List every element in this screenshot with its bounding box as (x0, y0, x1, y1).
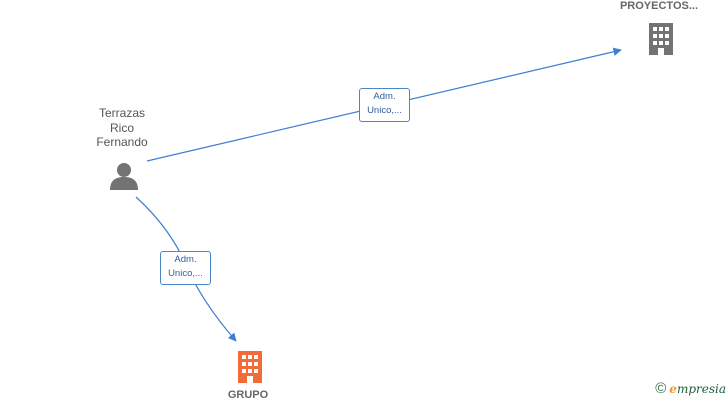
brand-name-rest: mpresia (676, 381, 726, 396)
copyright-symbol: © (655, 380, 667, 397)
company-top-label[interactable]: PROYECTOS... (619, 0, 699, 12)
building-icon[interactable] (234, 350, 266, 384)
edge-label-proyectos[interactable]: Adm. Unico,... (359, 88, 410, 122)
building-icon[interactable] (645, 22, 677, 56)
person-icon[interactable] (109, 161, 139, 191)
person-name-label: Terrazas Rico Fernando (96, 106, 148, 149)
brand-name: empresia (669, 382, 726, 396)
brand-logo-letter: e (669, 381, 677, 396)
company-bottom-label[interactable]: GRUPO (227, 389, 269, 401)
empresia-watermark: © empresia (655, 380, 726, 397)
edge-label-grupo[interactable]: Adm. Unico,... (160, 251, 211, 285)
